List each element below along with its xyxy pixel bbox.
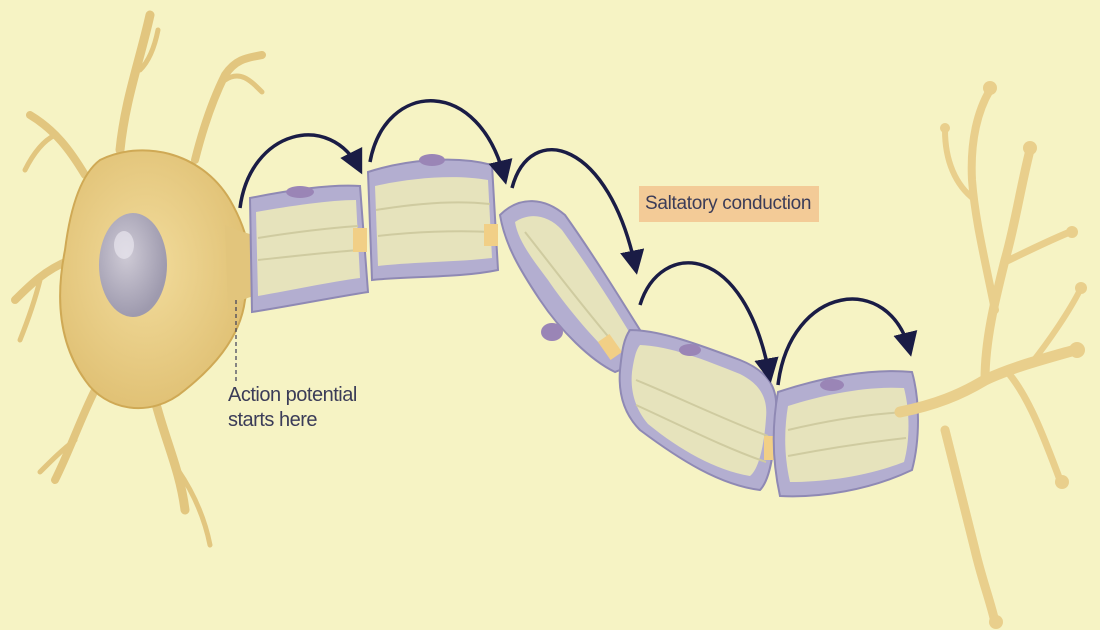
- action-potential-label-line1: Action potential: [228, 383, 357, 408]
- nucleus: [99, 213, 167, 317]
- node-of-ranvier: [484, 224, 498, 246]
- myelin-segment-2: [368, 154, 498, 280]
- myelin-segment-5: [774, 371, 918, 496]
- action-potential-label-line2: starts here: [228, 408, 357, 433]
- myelin-segment-1: [250, 186, 368, 312]
- myelin-segment-3: [500, 201, 641, 372]
- myelin-segment-4: [620, 330, 777, 490]
- node-of-ranvier: [353, 228, 367, 252]
- axon-terminals: [900, 90, 1080, 622]
- saltatory-conduction-label: Saltatory conduction: [639, 186, 819, 222]
- action-potential-label: Action potential starts here: [228, 383, 357, 433]
